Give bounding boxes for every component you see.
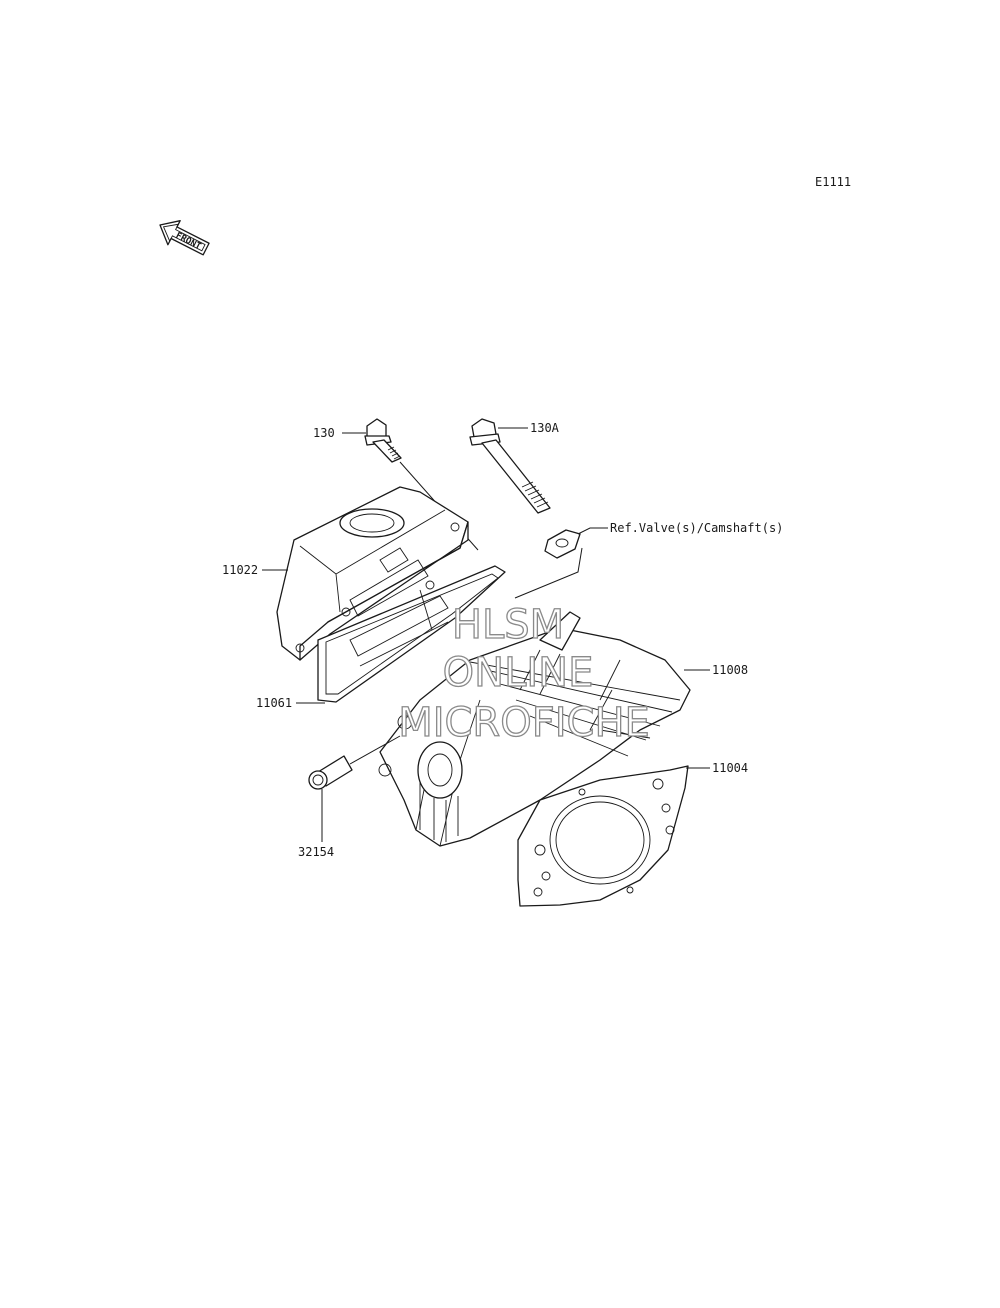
- diagram-code: E1111: [815, 175, 851, 189]
- bolt-130a[interactable]: [469, 418, 551, 514]
- watermark-line-1: HLSM: [452, 602, 564, 648]
- cylinder-head-11008[interactable]: [378, 611, 691, 847]
- front-arrow-icon: FRONT: [159, 220, 210, 256]
- head-gasket-11004[interactable]: [517, 765, 689, 907]
- watermark-line-2: ONLINE: [443, 650, 594, 696]
- align-line-2: [514, 547, 583, 599]
- callout-ref-valves[interactable]: Ref.Valve(s)/Camshaft(s): [610, 521, 783, 535]
- callout-130a[interactable]: 130A: [530, 421, 560, 435]
- callout-11061[interactable]: 11061: [256, 696, 292, 710]
- align-line-4: [349, 735, 401, 765]
- callout-11022[interactable]: 11022: [222, 563, 258, 577]
- washer-ref[interactable]: [544, 529, 581, 559]
- cover-gasket-11061[interactable]: [317, 565, 506, 703]
- callout-11008[interactable]: 11008: [712, 663, 748, 677]
- watermark: HLSM ONLINE MICROFICHE: [398, 601, 651, 746]
- leader-ref: [577, 527, 608, 535]
- watermark-line-3: MICROFICHE: [398, 700, 650, 746]
- callout-11004[interactable]: 11004: [712, 761, 748, 775]
- pipe-32154[interactable]: [308, 755, 353, 790]
- head-cover-11022[interactable]: [276, 486, 469, 661]
- align-line-3: [599, 729, 651, 739]
- callout-32154[interactable]: 32154: [298, 845, 334, 859]
- bolt-130[interactable]: [364, 418, 402, 463]
- callout-130[interactable]: 130: [313, 426, 335, 440]
